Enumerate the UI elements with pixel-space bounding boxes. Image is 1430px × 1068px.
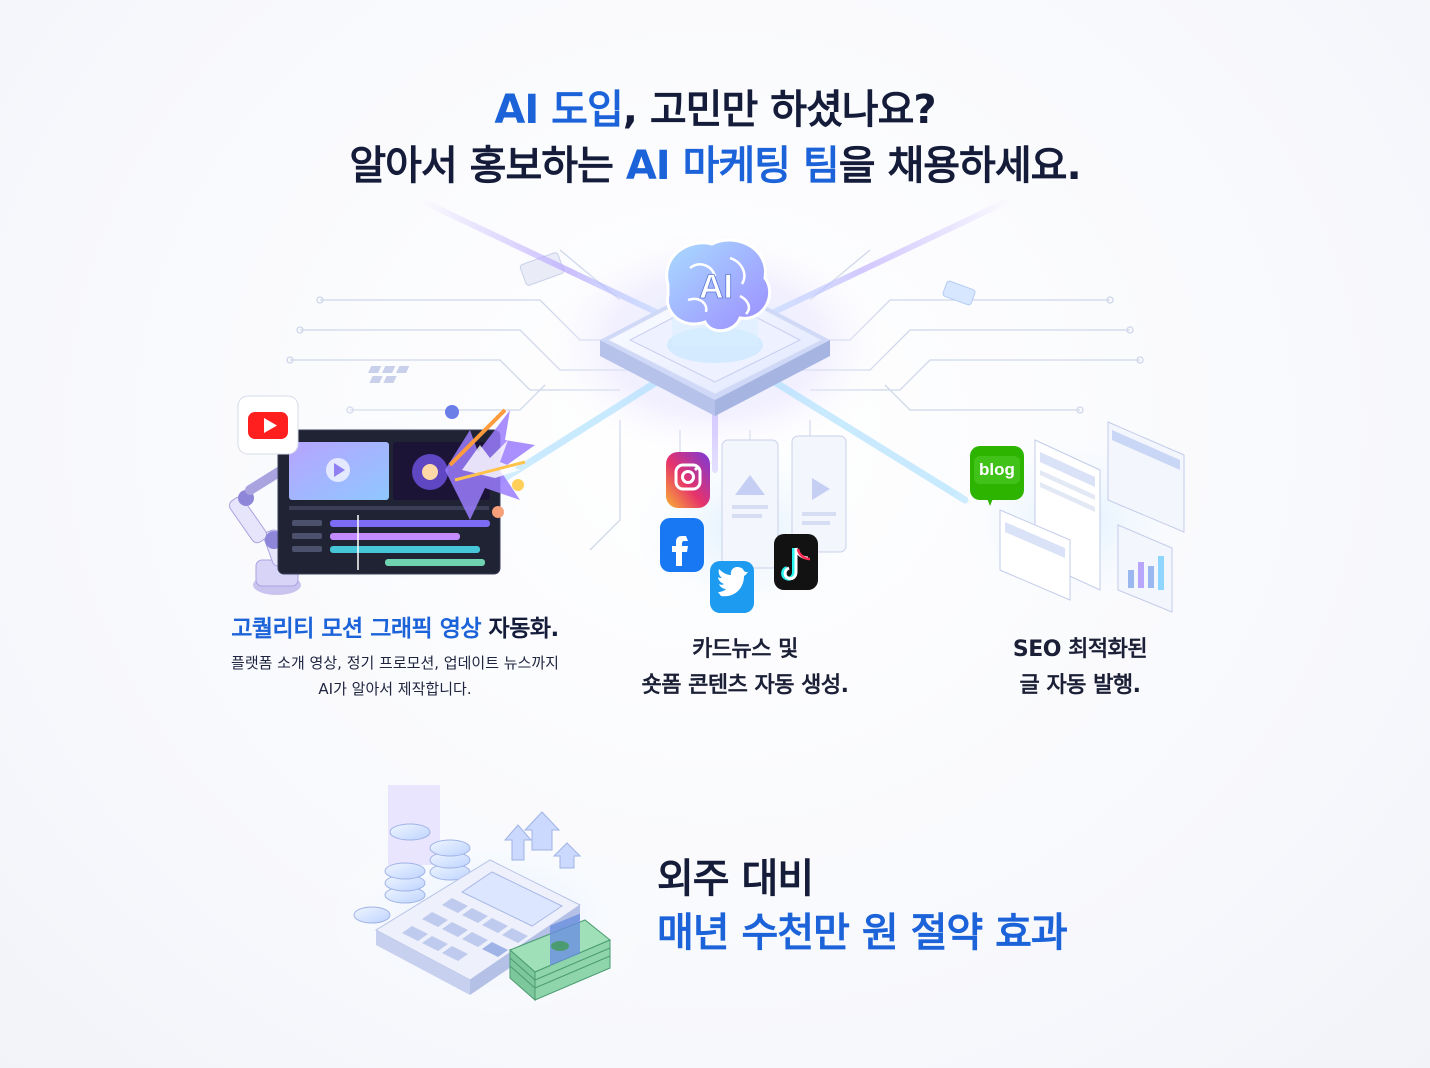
- savings-line-2: 매년 수천만 원 절약 효과: [657, 910, 1068, 956]
- feature-social-line: 카드뉴스 및: [692, 637, 798, 662]
- ai-hub: AI: [600, 238, 830, 416]
- feature-video-title-rest: 자동화.: [481, 616, 560, 642]
- headline-highlight-ai-team: AI 마케팅 팀: [625, 143, 840, 189]
- feature-seo-line: SEO 최적화된: [1012, 637, 1148, 662]
- savings-callout: 외주 대비 매년 수천만 원 절약 효과: [657, 852, 1068, 960]
- card-news-stack: [721, 435, 847, 569]
- feature-seo-line: 글 자동 발행.: [1019, 673, 1141, 698]
- headline: AI 도입, 고민만 하셨나요? 알아서 홍보하는 AI 마케팅 팀을 채용하세…: [0, 82, 1430, 194]
- tiktok-icon: [774, 534, 818, 590]
- video-editor-illustration: [210, 390, 550, 610]
- social-cards-illustration: [615, 430, 875, 630]
- bar-chart-icon: [1128, 556, 1164, 590]
- blog-icon: blog: [970, 446, 1024, 506]
- feature-social-line: 숏폼 콘텐츠 자동 생성.: [641, 673, 850, 698]
- document-stack: [999, 421, 1185, 613]
- blog-badge-label: blog: [979, 460, 1015, 479]
- feature-video-description: 플랫폼 소개 영상, 정기 프로모션, 업데이트 뉴스까지 AI가 알아서 제작…: [170, 650, 620, 702]
- headline-text: 을 채용하세요.: [838, 143, 1082, 189]
- youtube-icon: [237, 395, 299, 455]
- instagram-icon: [666, 452, 710, 508]
- brain-icon: [665, 238, 772, 333]
- feature-video-highlight: 고퀄리티 모션 그래픽 영상: [231, 616, 482, 642]
- savings-line-1: 외주 대비: [657, 856, 814, 902]
- headline-line-1: AI 도입, 고민만 하셨나요?: [0, 82, 1430, 138]
- timeline: [292, 515, 490, 570]
- hub-label: AI: [699, 268, 733, 306]
- headline-highlight-ai-adoption: AI 도입: [494, 87, 623, 133]
- feature-social-title: 카드뉴스 및 숏폼 콘텐츠 자동 생성.: [580, 632, 910, 704]
- headline-text: , 고민만 하셨나요?: [622, 87, 937, 133]
- burst-icon: [445, 405, 535, 520]
- growth-arrows-icon: [503, 811, 582, 869]
- cash-icon: [509, 913, 611, 1002]
- savings-illustration: [320, 785, 660, 1020]
- coins-icon: [353, 823, 471, 924]
- twitter-icon: [710, 561, 754, 613]
- feature-video-desc-line: 플랫폼 소개 영상, 정기 프로모션, 업데이트 뉴스까지: [231, 654, 559, 672]
- headline-line-2: 알아서 홍보하는 AI 마케팅 팀을 채용하세요.: [0, 138, 1430, 194]
- headline-text: 알아서 홍보하는: [349, 143, 626, 189]
- feature-video-desc-line: AI가 알아서 제작합니다.: [318, 680, 472, 698]
- feature-seo-title: SEO 최적화된 글 자동 발행.: [920, 632, 1240, 704]
- facebook-icon: [660, 518, 704, 572]
- feature-video-title: 고퀄리티 모션 그래픽 영상 자동화.: [170, 612, 620, 646]
- blog-documents-illustration: blog: [945, 420, 1205, 620]
